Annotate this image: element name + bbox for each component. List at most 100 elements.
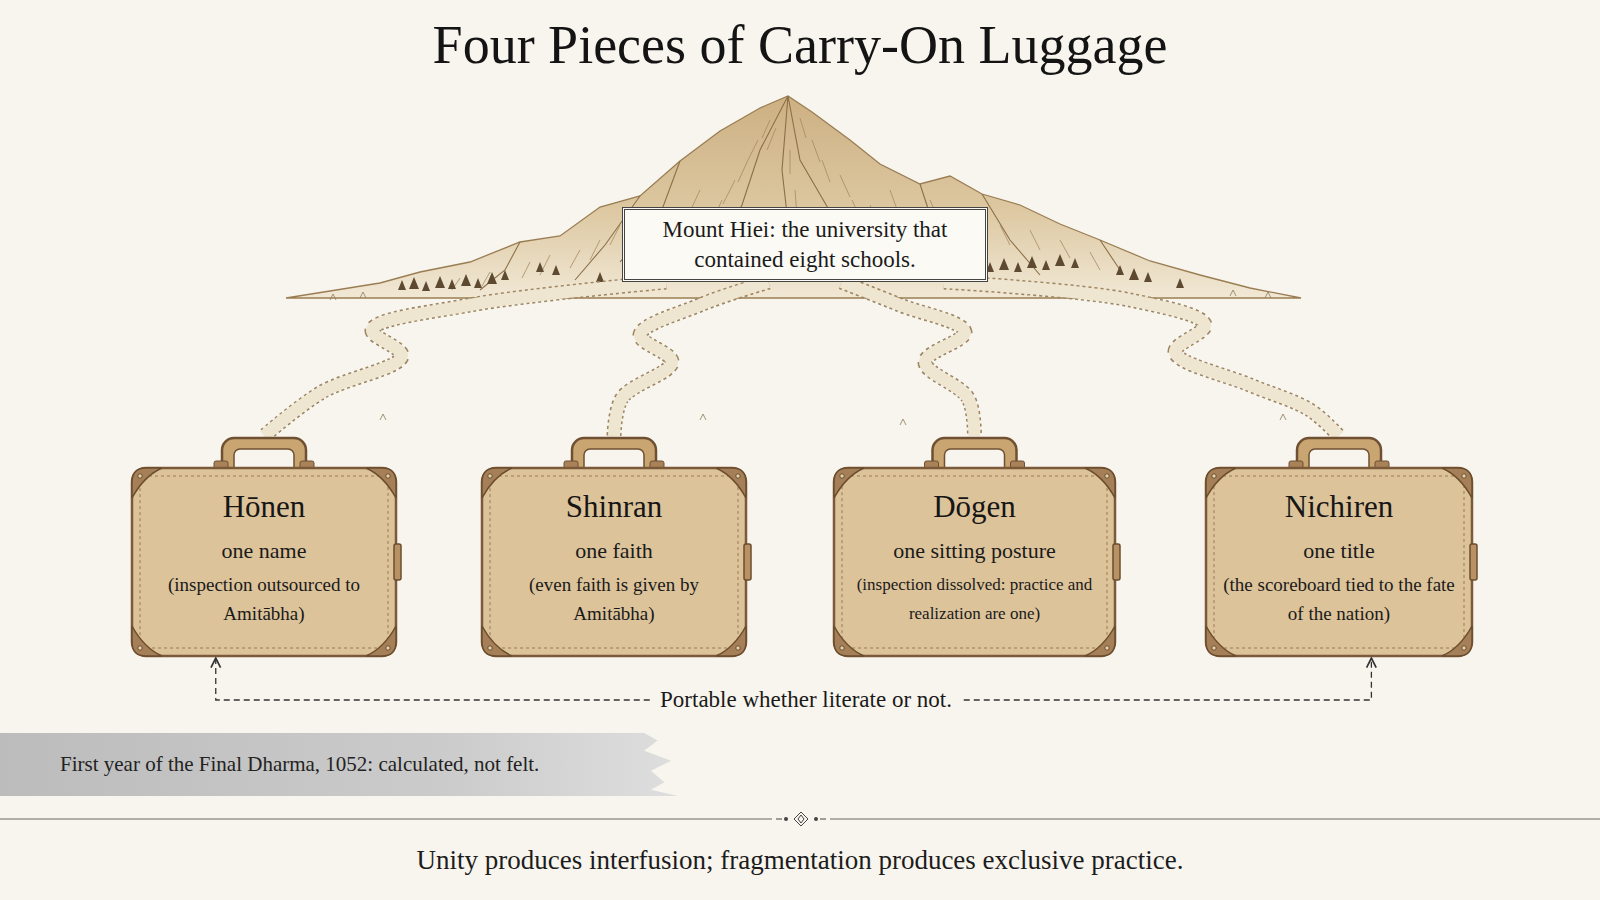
corner-rivet: [840, 474, 844, 478]
trail-bed: [944, 282, 1339, 436]
suitcase-box: Shinran one faith (even faith is given by …: [480, 436, 748, 658]
connector-label: Portable whether literate or not.: [650, 685, 962, 715]
mountain-silhouette: [286, 96, 1301, 298]
node-text-group: Nichiren one title (the scoreboard tied to…: [1218, 488, 1460, 628]
corner-guard: [716, 468, 746, 498]
suitcase-latch: [1470, 544, 1477, 580]
corner-rivet: [488, 646, 492, 650]
suitcase-latch: [1113, 544, 1120, 580]
divider-ornament: [814, 817, 818, 821]
suitcase-corner: [366, 468, 396, 498]
suitcase-stitching: [1214, 476, 1464, 648]
connector-group: [264, 282, 666, 436]
suitcase-box: Dōgenone sitting posture(inspection diss…: [832, 436, 1117, 658]
corner-rivet: [386, 474, 390, 478]
corner-guard: [132, 626, 162, 656]
corner-rivet: [488, 474, 492, 478]
node-text-group: Dōgenone sitting posture(inspection diss…: [846, 488, 1103, 628]
suitcase-stitching: [842, 476, 1107, 648]
trail-bed: [614, 282, 768, 436]
suitcase-corner: [1085, 468, 1115, 498]
trail-bed: [842, 282, 975, 436]
practice-text: one title: [1218, 537, 1460, 564]
corner-guard: [1085, 468, 1115, 498]
corner-rivet: [1212, 474, 1216, 478]
corner-guard: [132, 468, 162, 498]
mountain-ridges: [480, 96, 1120, 290]
corner-rivet: [840, 646, 844, 650]
node-text-group: First year of the Final Dharma, 1052: ca…: [0, 733, 678, 796]
divider-line: [0, 819, 772, 820]
corner-rivet: [1105, 646, 1109, 650]
corner-guard: [716, 626, 746, 656]
corner-guard: [834, 626, 864, 656]
suitcase-corner: [482, 626, 512, 656]
band-text: First year of the Final Dharma, 1052: ca…: [60, 733, 678, 796]
suitcase-latch: [394, 544, 401, 580]
trail-bed: [264, 282, 666, 436]
corner-guard: [482, 626, 512, 656]
corner-rivet: [138, 646, 142, 650]
connector-group: [842, 282, 975, 436]
founder-name: Hōnen: [144, 488, 384, 525]
note-text: (even faith is given by Amitābha): [494, 570, 734, 628]
corner-rivet: [736, 646, 740, 650]
divider-ornament: [794, 812, 808, 826]
practice-text: one name: [144, 537, 384, 564]
note-text: (inspection outsourced to Amitābha): [144, 570, 384, 628]
note-text: (the scoreboard tied to the fate of the …: [1218, 570, 1460, 628]
suitcase-corner: [716, 468, 746, 498]
date-band: First year of the Final Dharma, 1052: ca…: [0, 733, 678, 796]
mountain-label-box: Mount Hiei: the university that containe…: [622, 207, 988, 282]
corner-rivet: [736, 474, 740, 478]
suitcase-box: Hōnen one name (inspection outsourced to A…: [130, 436, 398, 658]
suitcase-corner: [834, 468, 864, 498]
corner-rivet: [386, 646, 390, 650]
corner-guard: [1206, 468, 1236, 498]
trail-path: [842, 282, 975, 436]
founder-name: Shinran: [494, 488, 734, 525]
mountain-label: Mount Hiei: the university that containe…: [647, 215, 963, 275]
corner-guard: [1085, 626, 1115, 656]
suitcase-corner: [716, 626, 746, 656]
trail-path: [614, 282, 768, 436]
practice-text: one sitting posture: [846, 537, 1103, 564]
corner-rivet: [1462, 646, 1466, 650]
corner-guard: [1442, 468, 1472, 498]
corner-guard: [834, 468, 864, 498]
divider-ornament: [776, 819, 826, 820]
suitcase-corner: [834, 626, 864, 656]
divider-ornament: [784, 817, 788, 821]
suitcase-corner: [1442, 626, 1472, 656]
suitcase-corner: [132, 626, 162, 656]
suitcase-corner: [1442, 468, 1472, 498]
suitcase-corner: [366, 626, 396, 656]
suitcase-body: [1206, 468, 1472, 656]
suitcase-corner: [1206, 626, 1236, 656]
connector-group: [614, 282, 768, 436]
node-text-group: Hōnen one name (inspection outsourced to A…: [144, 488, 384, 628]
corner-rivet: [1105, 474, 1109, 478]
corner-rivet: [138, 474, 142, 478]
trail-path: [264, 282, 666, 436]
corner-guard: [482, 468, 512, 498]
diagram-title: Four Pieces of Carry-On Luggage: [0, 14, 1600, 76]
corner-rivet: [1212, 646, 1216, 650]
node-text-group: Shinran one faith (even faith is given by …: [494, 488, 734, 628]
corner-guard: [366, 468, 396, 498]
suitcase-body: [482, 468, 746, 656]
divider-line: [830, 819, 1600, 820]
suitcase-corner: [1085, 626, 1115, 656]
diagram-caption: Unity produces interfusion; fragmentatio…: [0, 842, 1600, 878]
suitcase-corner: [132, 468, 162, 498]
founder-name: Nichiren: [1218, 488, 1460, 525]
suitcase-corner: [1206, 468, 1236, 498]
suitcase-stitching: [140, 476, 388, 648]
practice-text: one faith: [494, 537, 734, 564]
connector-group: [944, 282, 1339, 436]
corner-guard: [366, 626, 396, 656]
trail-path: [944, 282, 1339, 436]
corner-rivet: [1462, 474, 1466, 478]
founder-name: Dōgen: [846, 488, 1103, 525]
